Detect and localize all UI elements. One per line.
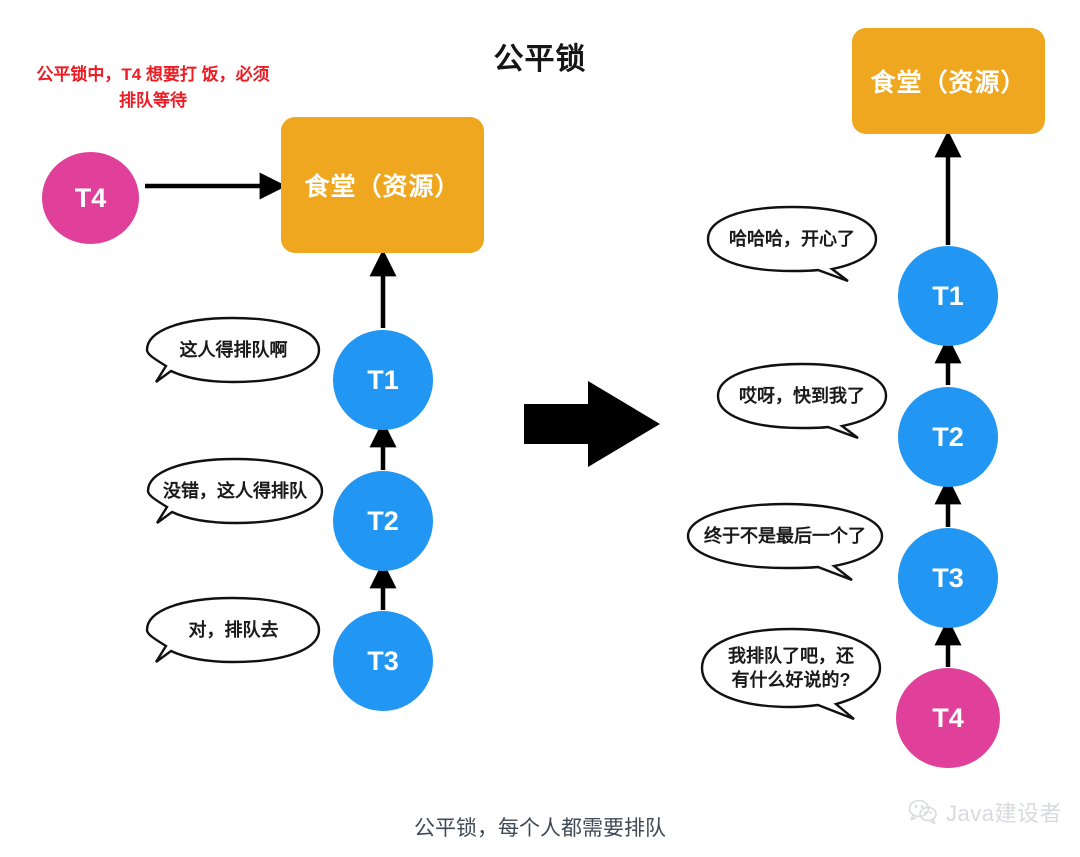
speech-bubble-text: 终于不是最后一个了 [704,525,866,546]
speech-bubble-text: 哎呀，快到我了 [739,385,865,406]
speech-bubble-right-t1: 哈哈哈，开心了 [706,205,878,283]
thread-node-right-t3[interactable]: T3 [898,528,998,628]
speech-bubble-text: 我排队了吧，还 有什么好说的? [728,645,854,690]
thread-node-left-t4[interactable]: T4 [42,152,139,244]
right-arrow-icon [524,381,660,467]
thread-node-left-t2[interactable]: T2 [333,471,433,571]
thread-node-right-t4[interactable]: T4 [896,668,1000,768]
thread-node-right-t1[interactable]: T1 [898,246,998,346]
page-title: 公平锁 [493,43,587,76]
caption: 公平锁，每个人都需要排队 [414,817,666,840]
annotation-note: 公平锁中，T4 想要打 饭，必须排队等待 [36,65,270,111]
speech-bubble-text: 哈哈哈，开心了 [729,228,855,249]
speech-bubble-left-t1: 这人得排队啊 [145,316,321,384]
resource-box-right: 食堂（资源） [852,28,1045,134]
speech-bubble-right-t3: 终于不是最后一个了 [686,502,884,582]
speech-bubble-text: 对，排队去 [188,619,279,640]
speech-bubble-text: 没错，这人得排队 [163,480,307,501]
thread-node-left-t3[interactable]: T3 [333,611,433,711]
watermark-text: Java建设者 [946,801,1062,826]
watermark: Java建设者 [908,796,1062,828]
thread-node-left-t1[interactable]: T1 [333,330,433,430]
thread-node-right-t2[interactable]: T2 [898,387,998,487]
speech-bubble-text: 这人得排队啊 [179,339,288,360]
speech-bubble-left-t3: 对，排队去 [145,596,321,664]
speech-bubble-right-t4: 我排队了吧，还 有什么好说的? [700,627,882,721]
speech-bubble-right-t2: 哎呀，快到我了 [716,362,888,440]
wechat-icon [908,799,937,825]
resource-box-left: 食堂（资源） [281,117,484,253]
speech-bubble-left-t2: 没错，这人得排队 [146,457,324,525]
